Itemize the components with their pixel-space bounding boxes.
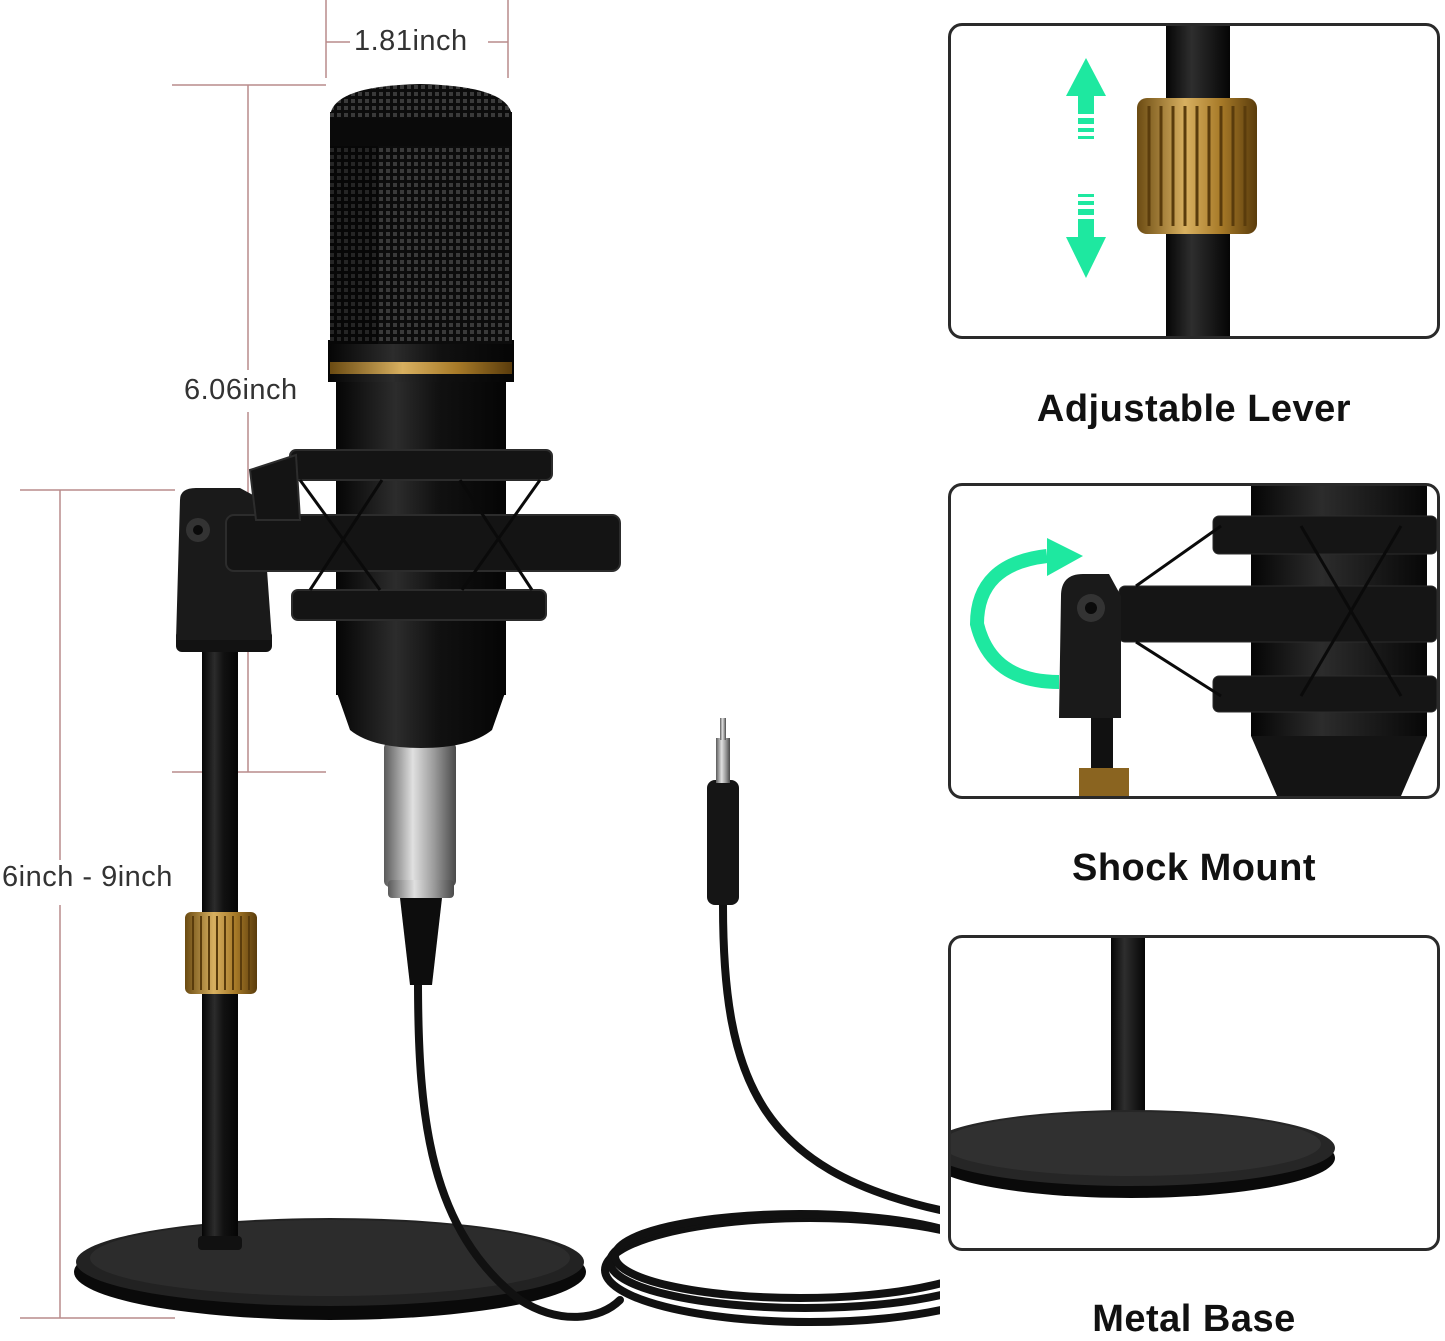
audio-jack	[707, 718, 739, 905]
caption-shock-mount: Shock Mount	[1071, 847, 1317, 889]
feature-panel-metal-base	[948, 935, 1440, 1251]
stand-base	[74, 1218, 586, 1320]
caption-metal-base: Metal Base	[1092, 1298, 1296, 1340]
microphone-body	[328, 84, 514, 748]
feature-panel-adjustable-lever	[948, 23, 1440, 339]
caption-adjustable-lever: Adjustable Lever	[1036, 388, 1352, 430]
xlr-connector	[384, 742, 456, 985]
feature-panel-shock-mount	[948, 483, 1440, 799]
shock-mount	[225, 449, 621, 621]
cable	[414, 901, 940, 1326]
up-down-arrows-icon	[1066, 58, 1106, 278]
width-label: 1.81inch	[352, 25, 470, 58]
dimension-lines	[20, 0, 509, 1319]
mic-height-label: 6.06inch	[182, 374, 300, 407]
stand-knob	[185, 912, 257, 994]
microphone-illustration	[20, 0, 940, 1326]
stand-height-label: 6inch - 9inch	[0, 861, 175, 894]
rotate-arrow-icon	[969, 538, 1083, 689]
